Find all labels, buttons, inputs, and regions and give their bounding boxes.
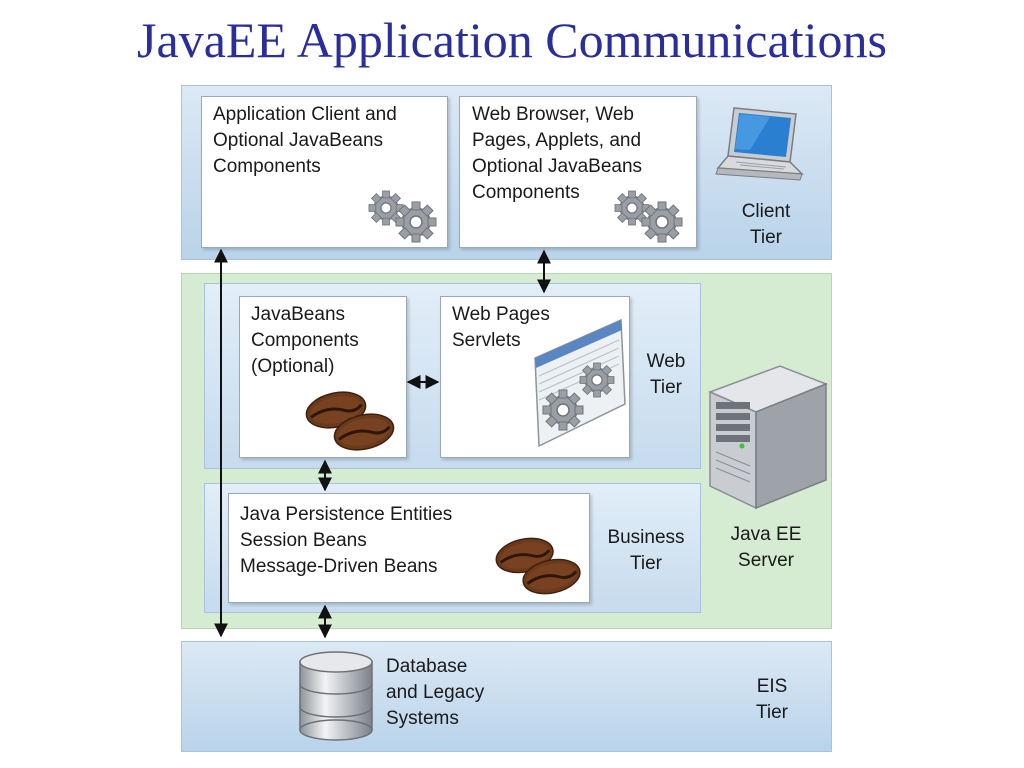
business-tier-label-1: Business — [607, 527, 685, 548]
web-pages-line-2: Servlets — [452, 330, 521, 351]
persistence-line-2: Session Beans — [240, 530, 367, 551]
database-line-3: Systems — [386, 708, 459, 729]
client-tier-label-1: Client — [741, 201, 791, 222]
web-browser-line-3: Optional JavaBeans — [472, 156, 643, 177]
client-tier-label-2: Tier — [749, 227, 783, 248]
eis-tier-label-1: EIS — [756, 676, 788, 697]
eis-tier-band — [181, 641, 832, 752]
javabeans-line-2: Components — [251, 330, 359, 351]
page-title: JavaEE Application Communications — [137, 12, 887, 68]
persistence-line-3: Message-Driven Beans — [240, 556, 438, 577]
application-client-line-2: Optional JavaBeans — [213, 130, 384, 151]
laptop-icon — [715, 107, 804, 181]
application-client-line-1: Application Client and — [213, 104, 397, 125]
web-page-gears-icon — [534, 318, 626, 448]
web-tier-label-1: Web — [646, 351, 686, 372]
java-ee-server-label-1: Java EE — [730, 524, 802, 545]
web-tier-label-2: Tier — [649, 377, 683, 398]
database-icon — [299, 651, 373, 741]
server-tower-icon — [707, 365, 829, 510]
database-line-2: and Legacy — [386, 682, 485, 703]
coffee-beans-icon — [305, 391, 395, 451]
business-tier-label-2: Tier — [629, 553, 663, 574]
javabeans-line-1: JavaBeans — [251, 304, 346, 325]
web-pages-line-1: Web Pages — [452, 304, 550, 325]
web-browser-line-1: Web Browser, Web — [472, 104, 634, 125]
javabeans-line-3: (Optional) — [251, 356, 335, 377]
database-line-1: Database — [386, 656, 468, 677]
eis-tier-label-2: Tier — [755, 702, 789, 723]
java-ee-server-label-2: Server — [738, 550, 794, 571]
coffee-beans-icon — [495, 537, 581, 595]
persistence-line-1: Java Persistence Entities — [240, 504, 453, 525]
web-browser-line-4: Components — [472, 182, 580, 203]
web-browser-line-2: Pages, Applets, and — [472, 130, 642, 151]
application-client-line-3: Components — [213, 156, 321, 177]
